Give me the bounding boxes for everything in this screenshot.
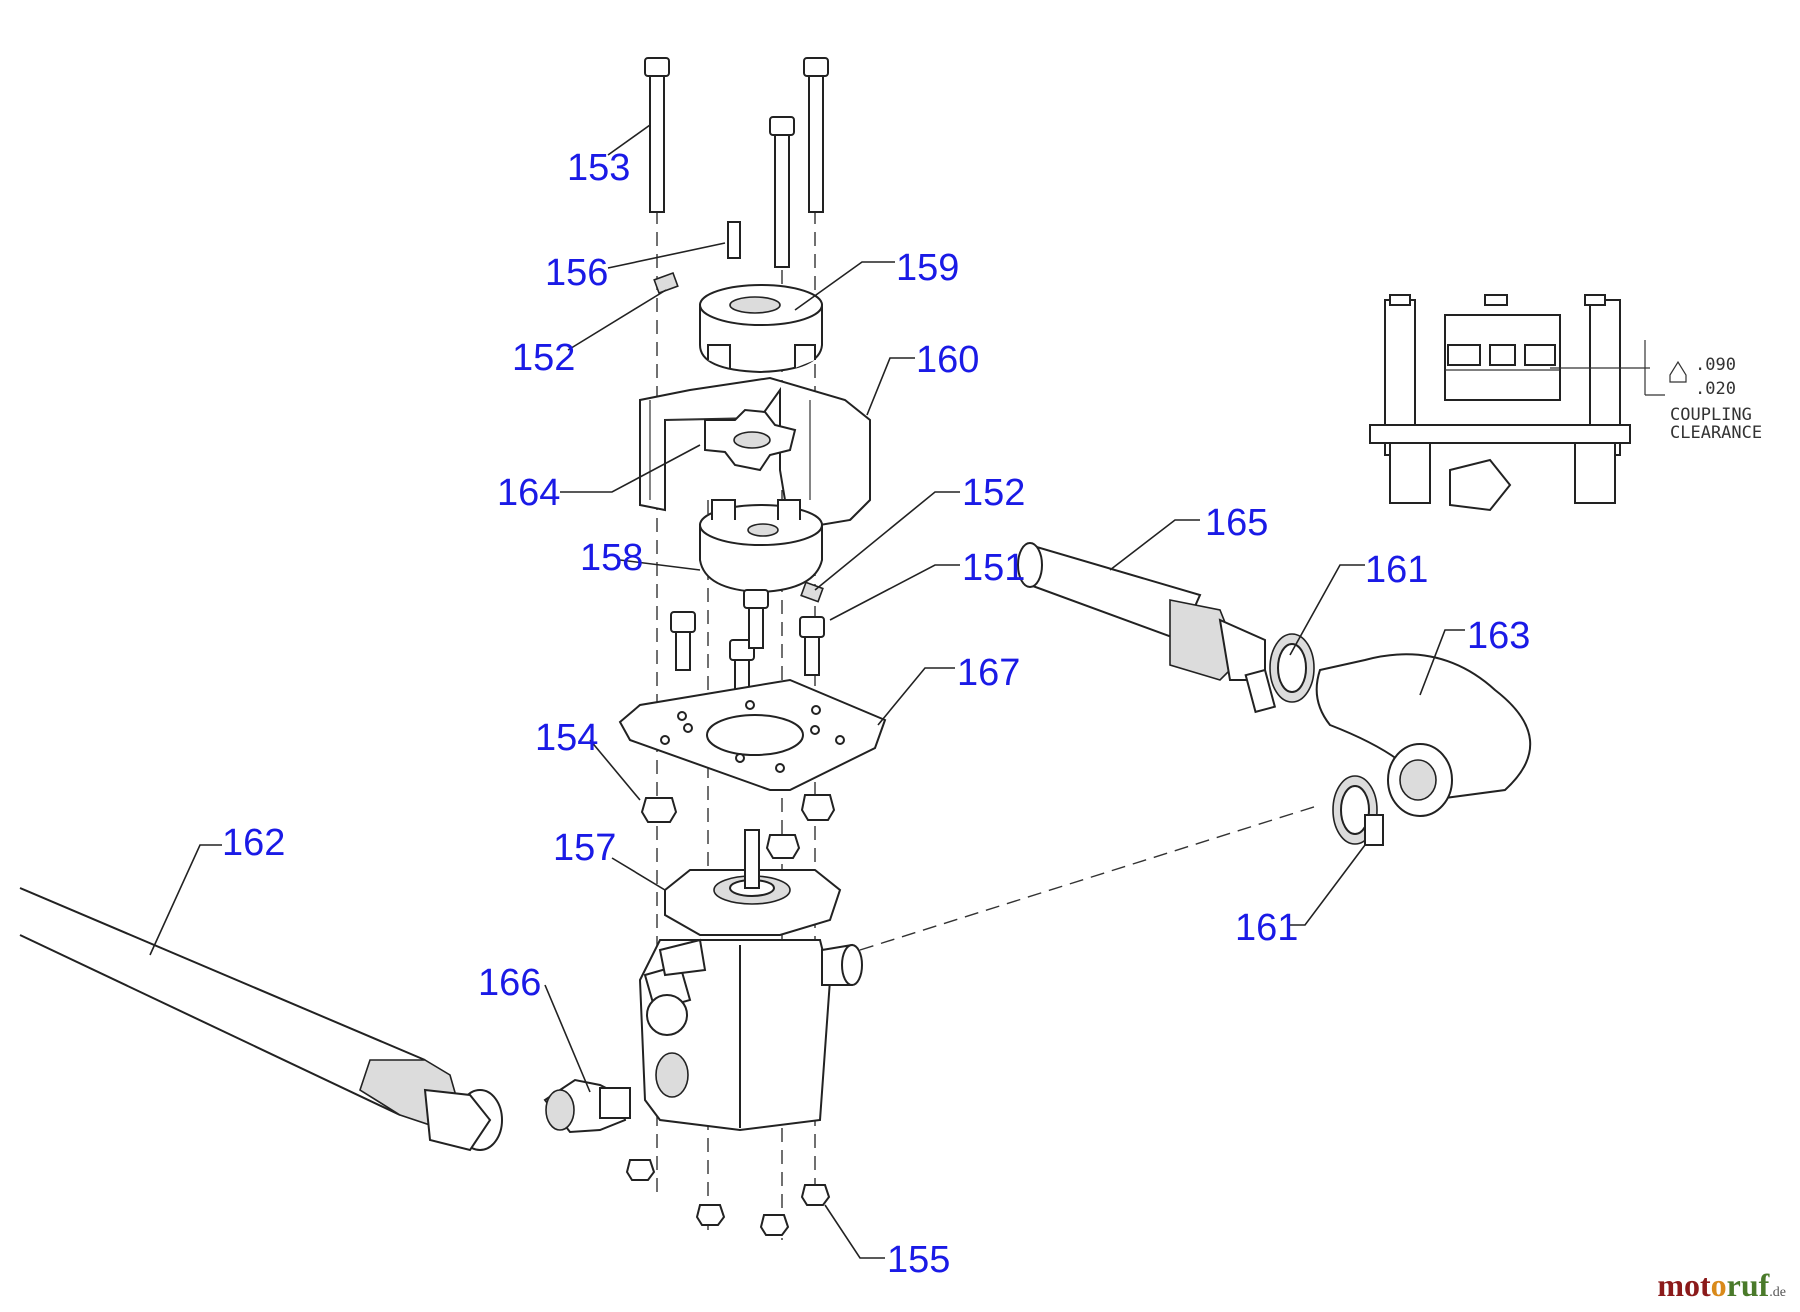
set-screw-152-top <box>653 271 679 295</box>
inset-label-line1: COUPLING <box>1670 405 1752 425</box>
callout-160: 160 <box>916 339 979 381</box>
callout-165: 165 <box>1205 502 1268 544</box>
callout-159: 159 <box>896 247 959 289</box>
watermark-part1: mot <box>1657 1267 1711 1303</box>
inset-label-line2: CLEARANCE <box>1670 423 1762 443</box>
clamp-161-lower <box>1332 775 1384 846</box>
nuts-154 <box>640 794 836 859</box>
callout-151: 151 <box>962 547 1025 589</box>
coupling-158 <box>699 499 823 594</box>
callout-161-lower: 161 <box>1235 907 1298 949</box>
fitting-166 <box>543 1078 631 1134</box>
callout-163: 163 <box>1467 615 1530 657</box>
callout-152-side: 152 <box>962 472 1025 514</box>
callout-152-top: 152 <box>512 337 575 379</box>
bolt-153 <box>644 57 829 268</box>
coupling-clearance-inset: .090 .020 COUPLING CLEARANCE <box>1369 294 1762 512</box>
bolts-151 <box>670 589 825 701</box>
plate-167 <box>618 678 887 791</box>
clamp-161-upper <box>1244 633 1315 714</box>
key-156 <box>727 221 741 259</box>
callout-164: 164 <box>497 472 560 514</box>
callout-162: 162 <box>222 822 285 864</box>
inset-dim-upper: .090 <box>1695 355 1736 375</box>
callout-167: 167 <box>957 652 1020 694</box>
elbow-hose-163 <box>1315 653 1531 817</box>
watermark-part2: o <box>1710 1267 1727 1303</box>
callout-156: 156 <box>545 252 608 294</box>
callout-166: 166 <box>478 962 541 1004</box>
callout-157: 157 <box>553 827 616 869</box>
nuts-155 <box>625 1159 831 1236</box>
coupling-159 <box>699 284 823 374</box>
inset-dim-lower: .020 <box>1695 379 1736 399</box>
watermark-part3: ruf <box>1726 1267 1770 1303</box>
pump-157 <box>638 829 863 1132</box>
callout-161-upper: 161 <box>1365 549 1428 591</box>
callout-153: 153 <box>567 147 630 189</box>
callout-158: 158 <box>580 537 643 579</box>
callout-154: 154 <box>535 717 598 759</box>
callout-labels: 153 156 159 152 160 164 152 158 151 165 … <box>222 147 1530 1281</box>
leader-lines <box>149 124 1465 1259</box>
watermark-suffix: .de <box>1769 1285 1786 1300</box>
hose-165 <box>1017 542 1266 681</box>
watermark-logo: motoruf.de <box>1657 1267 1786 1304</box>
callout-155: 155 <box>887 1239 950 1281</box>
hose-162 <box>19 887 503 1152</box>
spider-164 <box>704 408 797 472</box>
